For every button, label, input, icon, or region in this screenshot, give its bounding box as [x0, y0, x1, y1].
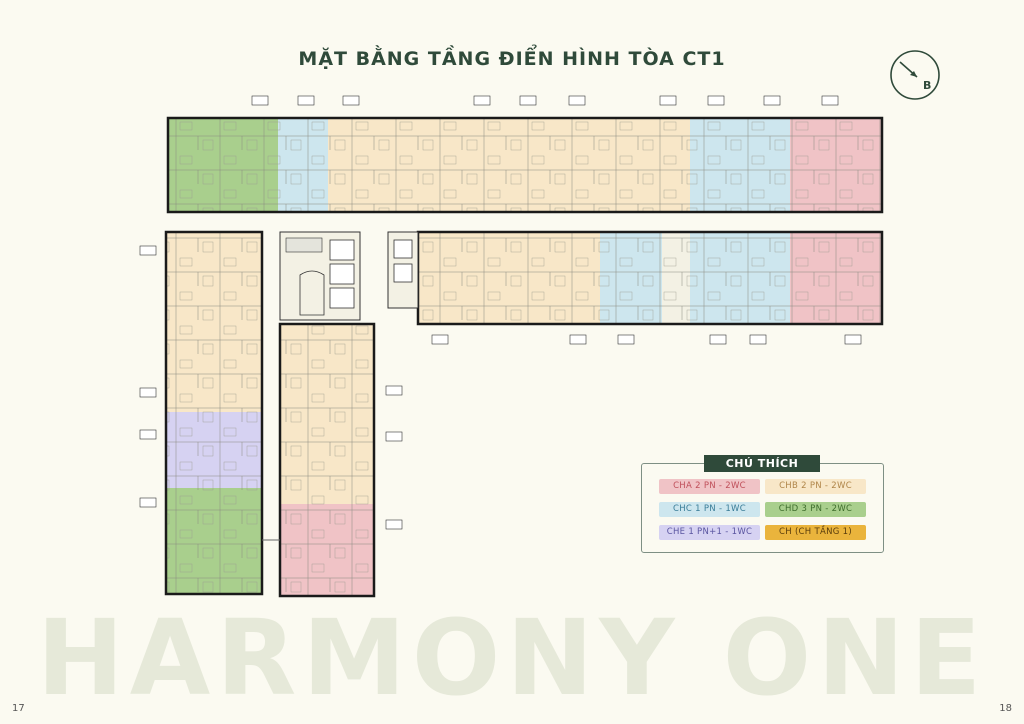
building-core	[279, 231, 419, 321]
watermark: HARMONY ONE	[36, 597, 988, 719]
page-number-right: 18	[999, 703, 1012, 714]
legend-item-ch: CH (CH TẦNG 1)	[765, 525, 866, 540]
page-title: MẶT BẰNG TẦNG ĐIỂN HÌNH TÒA CT1	[298, 48, 726, 70]
compass-label: B	[923, 79, 931, 92]
right-wing-units	[416, 230, 884, 326]
top-wing-units	[166, 116, 884, 214]
unit-tags	[139, 95, 862, 530]
legend-item-chd: CHD 3 PN - 2WC	[765, 502, 866, 517]
north-compass-icon: B	[889, 49, 941, 101]
legend-item-chb: CHB 2 PN - 2WC	[765, 479, 866, 494]
legend: CHÚ THÍCH CHA 2 PN - 2WC CHB 2 PN - 2WC …	[641, 455, 884, 553]
middle-wing-units	[262, 322, 376, 598]
legend-item-chc: CHC 1 PN - 1WC	[659, 502, 760, 517]
legend-item-cha: CHA 2 PN - 2WC	[659, 479, 760, 494]
legend-item-che: CHE 1 PN+1 - 1WC	[659, 525, 760, 540]
page-number-left: 17	[12, 703, 25, 714]
left-wing-units	[164, 230, 264, 596]
legend-heading: CHÚ THÍCH	[704, 455, 820, 472]
